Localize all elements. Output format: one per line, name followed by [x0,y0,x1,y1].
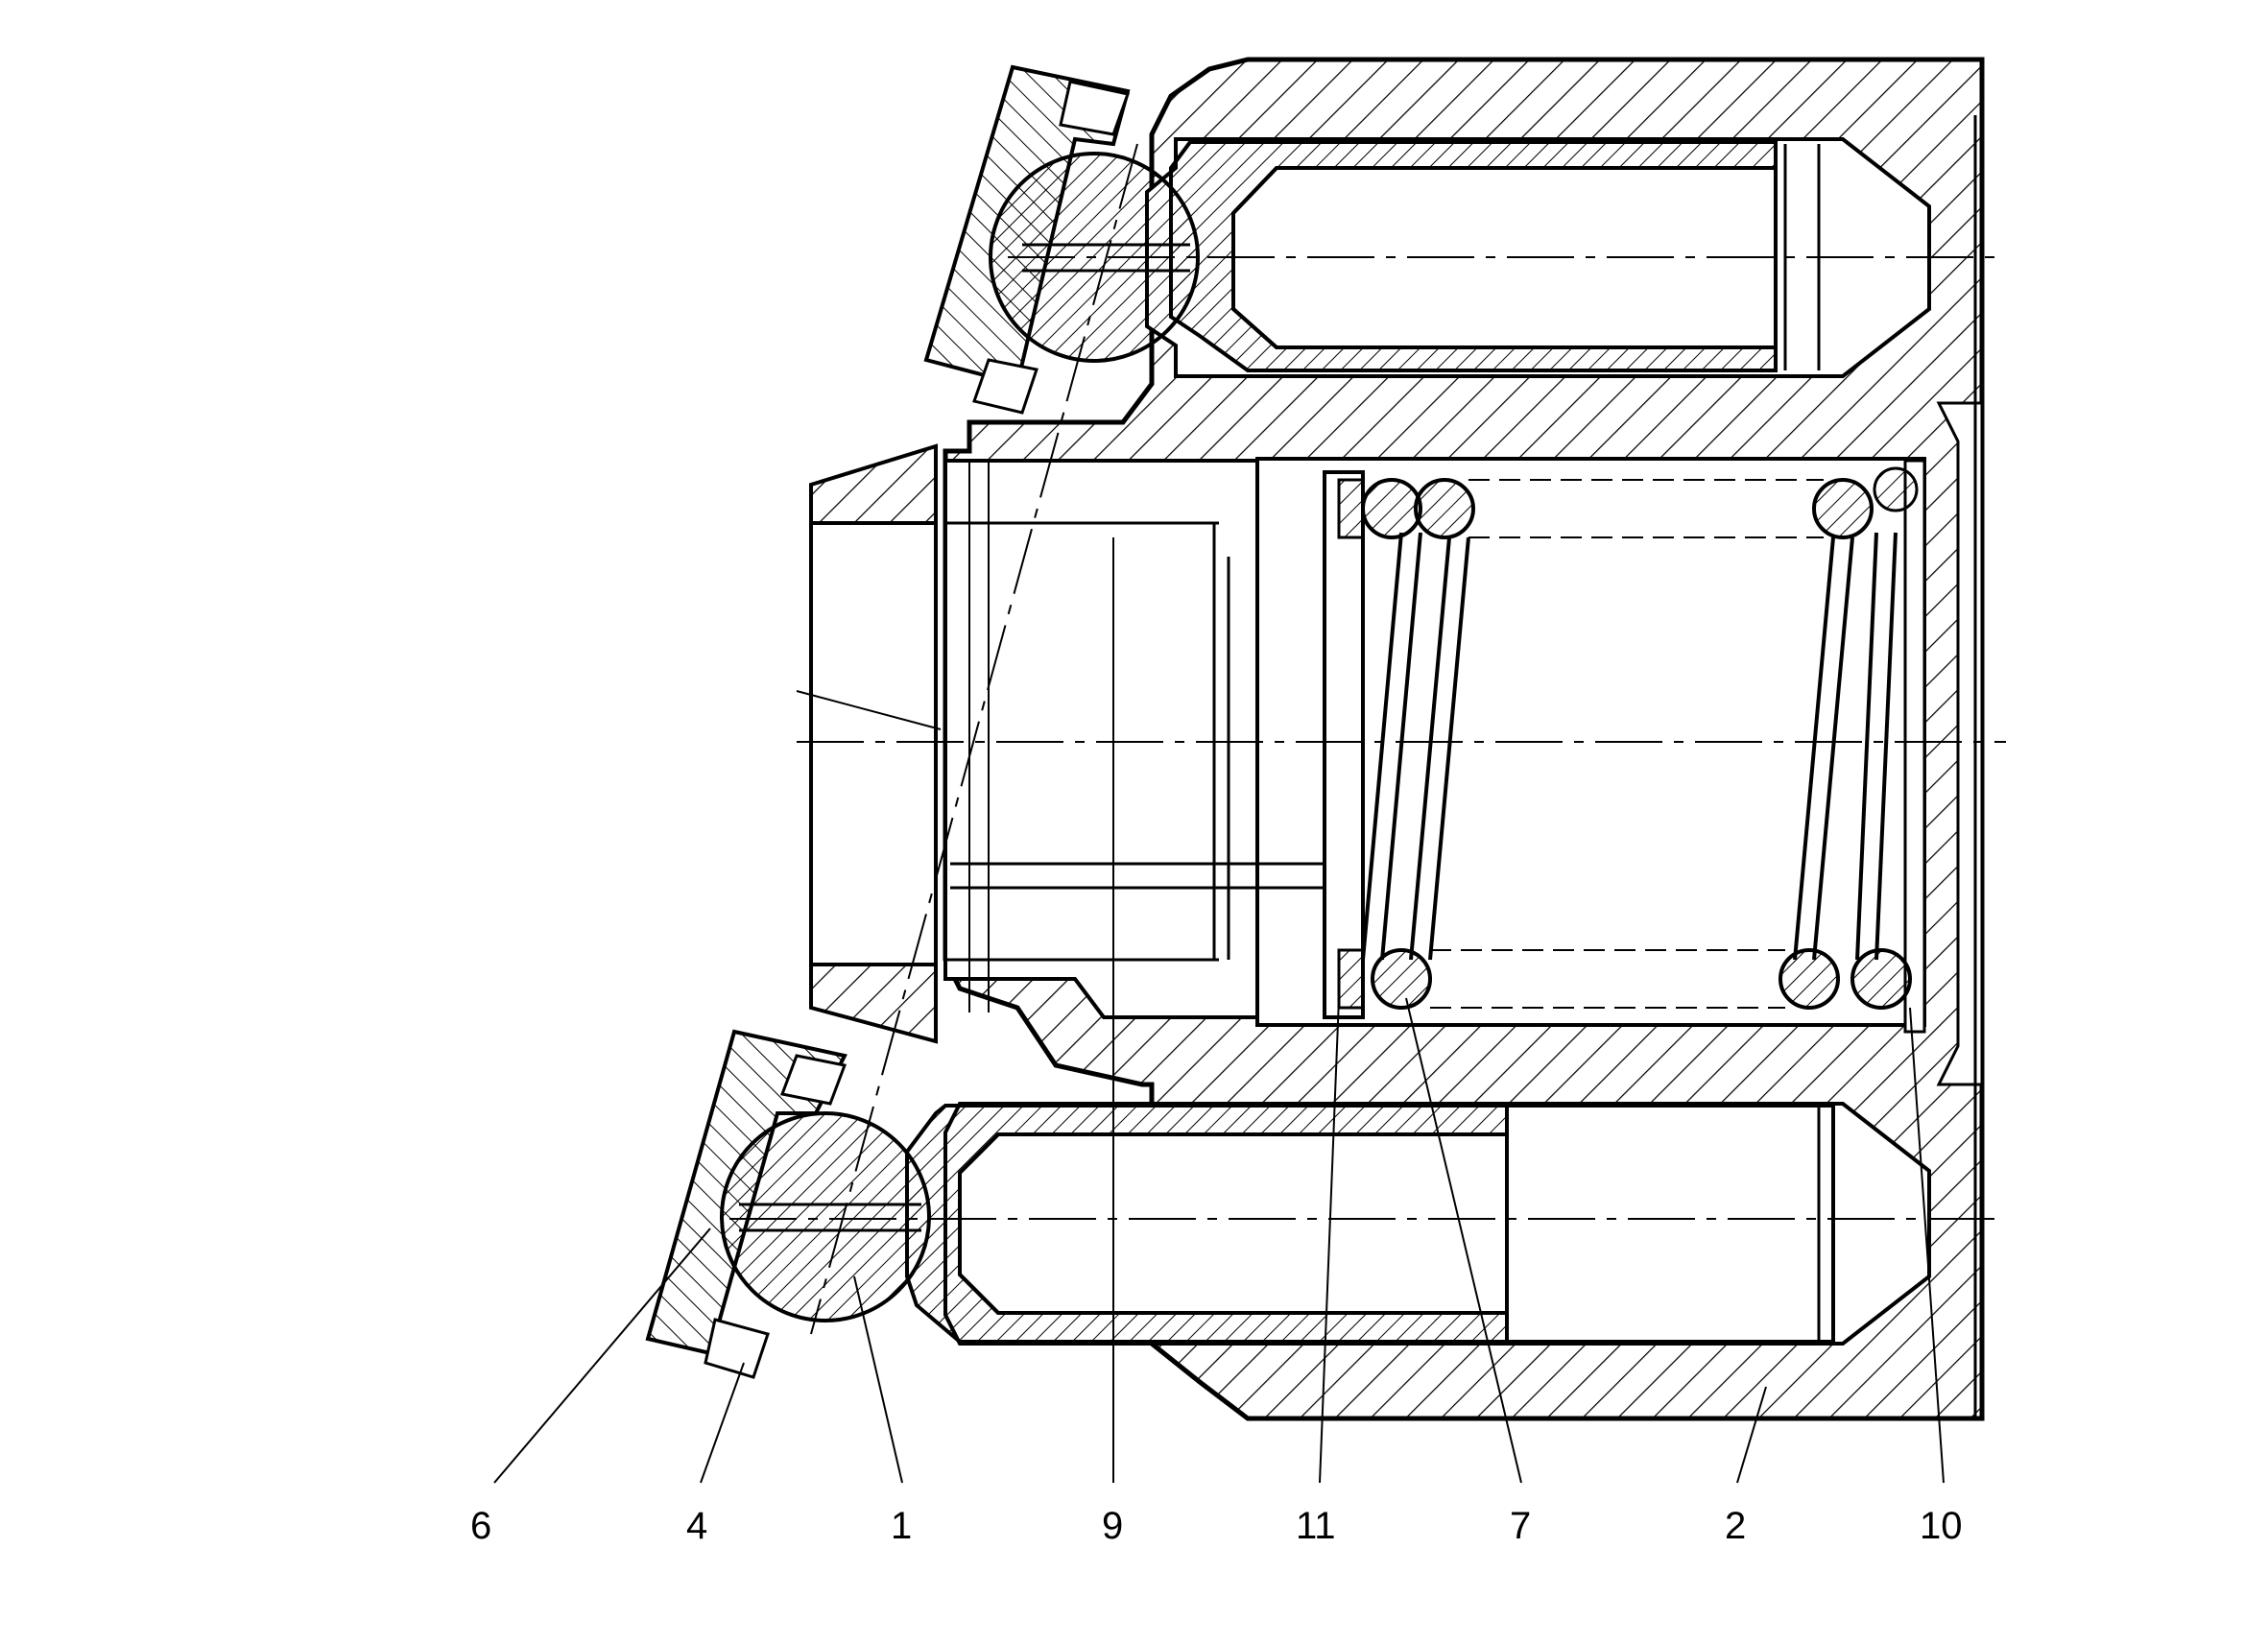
label-part-10: 10 [1920,1505,1963,1547]
spherical-guide [809,443,1334,1044]
label-part-1: 1 [891,1505,912,1547]
label-part-2: 2 [1725,1505,1746,1547]
lower-slipper [645,1029,848,1379]
label-part-4: 4 [686,1505,707,1547]
label-part-7: 7 [1510,1505,1531,1547]
label-part-6: 6 [470,1505,491,1547]
spring-seat [1323,459,1926,1034]
center-lines [729,143,2006,1335]
label-part-9: 9 [1102,1505,1123,1547]
spring [1361,466,1919,1010]
leader-lines [493,537,1945,1484]
lower-piston [905,1104,1835,1344]
label-part-11: 11 [1296,1505,1336,1547]
part-labels: 6 4 1 9 11 7 2 10 [470,1505,1963,1547]
upper-slipper [923,64,1131,415]
